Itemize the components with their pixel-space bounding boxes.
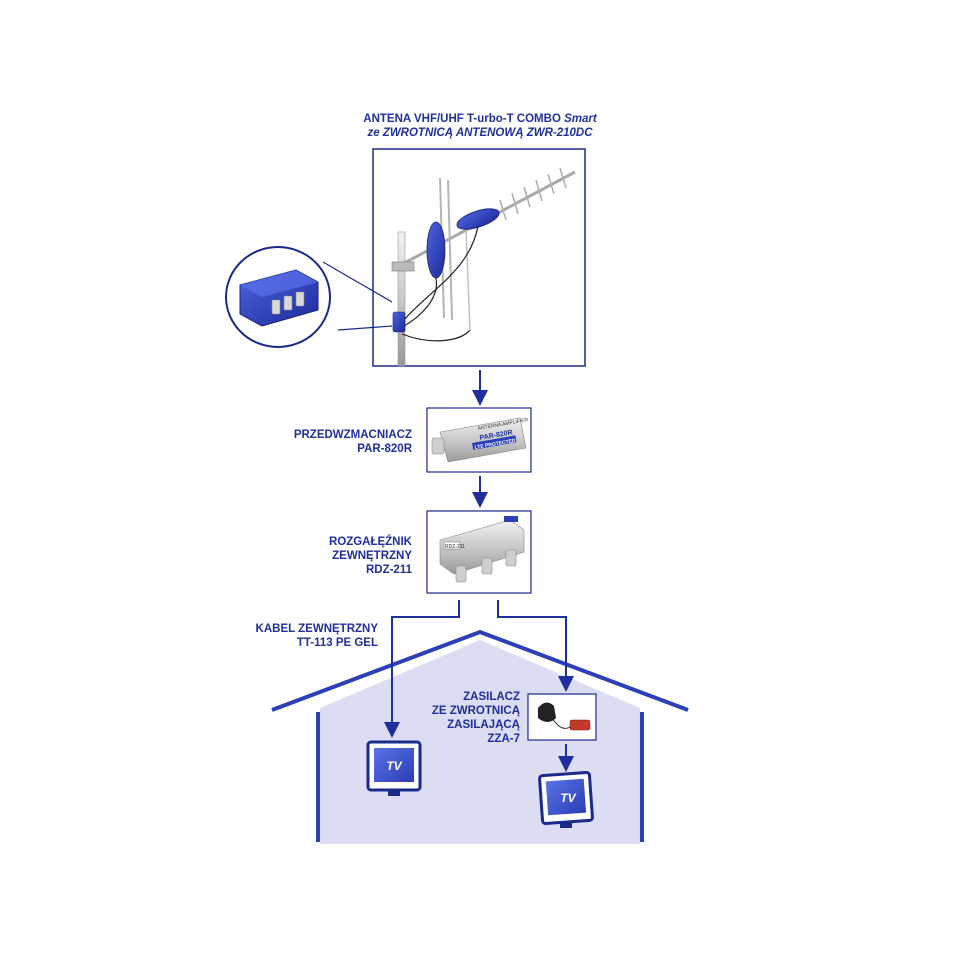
tv-right-label: TV xyxy=(560,791,576,805)
combiner-connectors xyxy=(271,291,305,315)
tv-left-stand xyxy=(388,790,400,796)
tv-left: TV xyxy=(366,740,422,796)
vhf-element-2 xyxy=(447,179,453,321)
preamp-photo: ANTENNA AMPLIFIER PAR-820R LTE PROTECTED xyxy=(426,407,532,473)
directors xyxy=(499,167,567,221)
zoom-line-bottom xyxy=(337,325,393,331)
cable-label: KABEL ZEWNĘTRZNY TT-113 PE GEL xyxy=(255,623,378,649)
combiner-on-mast xyxy=(392,311,406,333)
vhf-element-3 xyxy=(465,229,471,331)
antenna-title-line1: ANTENA VHF/UHF T-urbo-T COMBO Smart xyxy=(363,113,597,125)
tv-left-screen xyxy=(374,748,414,782)
power-photo xyxy=(527,693,597,741)
splitter-device-text: RDZ-211 xyxy=(445,544,465,550)
combiner-zoom xyxy=(225,246,393,348)
boom-clamp xyxy=(391,261,415,272)
power-label: ZASILACZ ZE ZWROTNICĄ ZASILAJĄCĄ ZZA-7 xyxy=(431,691,520,745)
tv-left-label: TV xyxy=(386,759,402,773)
antenna-title-line2: ze ZWROTNICĄ ANTENOWĄ ZWR-210DC xyxy=(367,127,593,139)
house-roof xyxy=(271,629,689,712)
mast xyxy=(397,231,406,367)
power-adapter xyxy=(538,702,556,722)
splitter-label: ROZGAŁĘŹNIK ZEWNĘTRZNY RDZ-211 xyxy=(328,536,412,576)
preamp-label: PRZEDWZMACNIACZ PAR-820R xyxy=(293,429,412,455)
tv-right-screen xyxy=(545,778,587,816)
antenna-cable-1 xyxy=(403,225,479,321)
preamp-band xyxy=(472,435,517,450)
tv-right-stand xyxy=(560,822,572,828)
tv-right: TV xyxy=(538,771,594,828)
cable-to-power xyxy=(497,600,574,692)
antenna-cable-3 xyxy=(401,329,471,342)
preamp-connector xyxy=(431,437,445,455)
antenna-title: ANTENA VHF/UHF T-urbo-T COMBO Smart ze Z… xyxy=(330,112,630,140)
splitter-connectors xyxy=(455,549,517,583)
antenna-photo xyxy=(372,148,586,367)
splitter-sticker xyxy=(504,516,518,522)
reflector-paddle xyxy=(426,221,446,279)
cable-to-tv-left xyxy=(384,600,460,738)
power-inserter xyxy=(569,719,591,731)
preamp-body xyxy=(439,417,527,463)
splitter-label-plate xyxy=(443,541,461,550)
dipole-housing xyxy=(456,208,500,230)
splitter-photo: RDZ-211 xyxy=(426,510,532,594)
antenna-cable-2 xyxy=(403,277,438,327)
zoom-line-top xyxy=(322,261,393,303)
